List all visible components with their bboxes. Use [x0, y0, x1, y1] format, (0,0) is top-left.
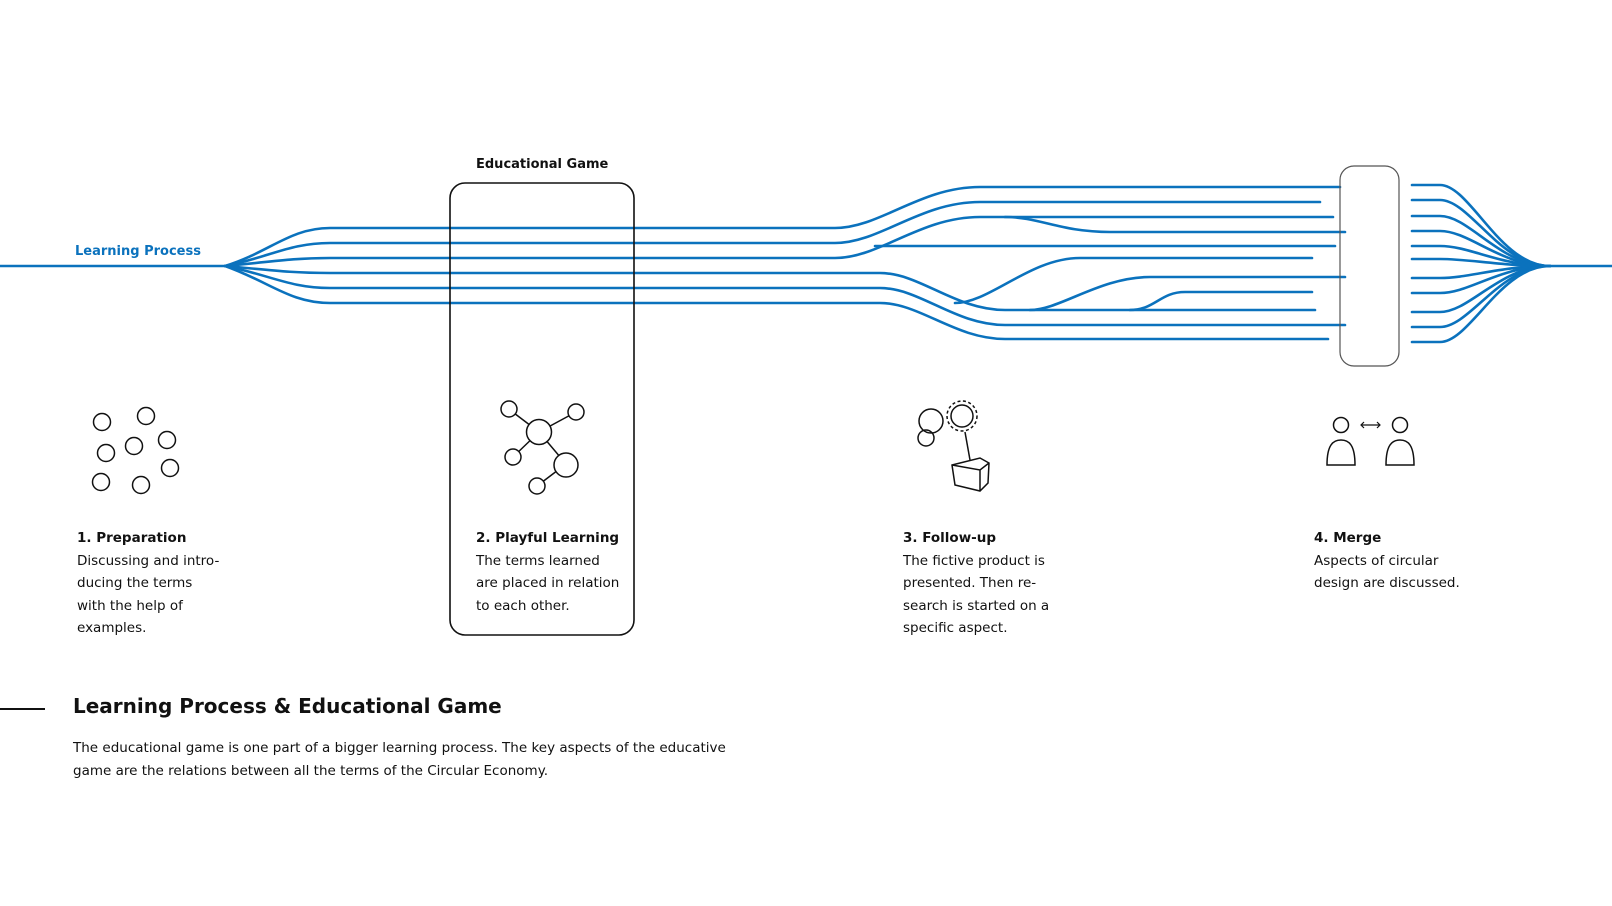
step-playful-learning: 2. Playful Learning The terms learned ar… [476, 527, 636, 617]
flow-line [1028, 275, 1347, 312]
product-research-icon [917, 400, 990, 492]
step-title: 1. Preparation [77, 530, 187, 546]
merge-fan [1410, 183, 1552, 344]
flow-line [1003, 215, 1347, 234]
learning-process-label: Learning Process [75, 244, 201, 259]
step-merge: 4. Merge Aspects of circular design are … [1314, 527, 1474, 595]
section-description: The educational game is one part of a bi… [73, 740, 726, 779]
flow-line [1128, 290, 1314, 312]
step-text: The terms learned are placed in relation… [476, 552, 620, 614]
flow-line [223, 264, 1317, 312]
step-follow-up: 3. Follow-up The fictive product is pres… [903, 527, 1073, 640]
discussion-icon [1326, 416, 1415, 466]
double-arrow-icon [1360, 421, 1381, 429]
heading-rule [0, 708, 45, 710]
merge-line [1410, 264, 1552, 329]
step-title: 2. Playful Learning [476, 530, 620, 546]
step-text: Discussing and intro- ducing the terms w… [77, 552, 220, 637]
step-text: Aspects of circular design are discussed… [1314, 552, 1460, 592]
scattered-circles-icon [91, 406, 180, 495]
flow-line [953, 256, 1314, 305]
merge-line [1410, 198, 1552, 268]
step-text: The fictive product is presented. Then r… [903, 552, 1050, 637]
network-icon [500, 400, 585, 495]
educational-game-label: Educational Game [476, 157, 609, 172]
process-lines [0, 183, 1612, 344]
step-title: 3. Follow-up [903, 530, 997, 546]
flow-line [223, 200, 1322, 268]
educational-game-box [449, 182, 635, 636]
merge-line [1410, 264, 1552, 344]
section-heading: Learning Process & Educational Game [73, 694, 502, 718]
step-title: 4. Merge [1314, 530, 1382, 546]
flow-line [223, 185, 1342, 268]
flow-line [223, 264, 1347, 327]
flow-line [223, 215, 1335, 268]
merge-box [1339, 165, 1400, 367]
flow-line [223, 264, 1330, 341]
step-preparation: 1. Preparation Discussing and intro- duc… [77, 527, 237, 640]
